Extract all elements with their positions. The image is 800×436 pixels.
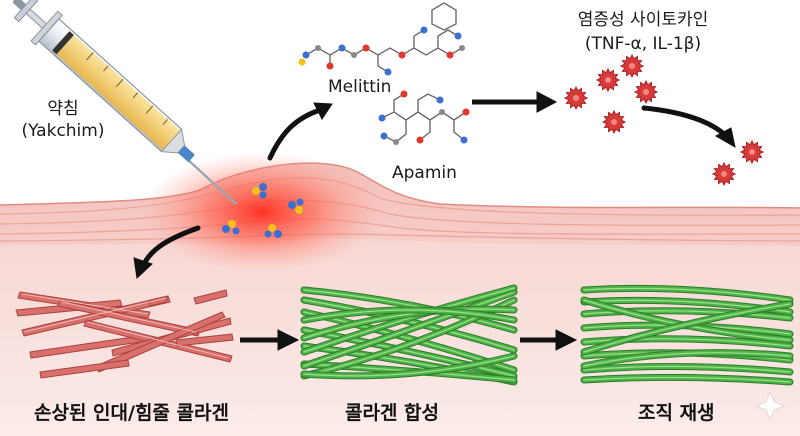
arrow-head-melittin <box>313 102 333 120</box>
cytokine-cells <box>563 53 765 187</box>
arrow-cytokine-flow <box>641 105 729 139</box>
molecule-1 <box>252 183 267 199</box>
syringe-label-line2: (Yakchim) <box>21 121 105 141</box>
collagen-fiber-new <box>303 309 515 321</box>
cytokine-nucleus <box>643 89 649 95</box>
arrow-head-synthesis <box>277 329 300 351</box>
collagen-fiber-regenerated <box>583 365 791 373</box>
melittin-atoms <box>298 26 465 76</box>
arrow-head-regeneration <box>555 329 578 351</box>
molecule-3 <box>222 220 240 235</box>
damaged-collagen-highlight <box>21 293 229 359</box>
collagen-fiber-regenerated <box>583 303 791 353</box>
collagen-fiber-new <box>303 329 515 377</box>
syringe-label: 약침 (Yakchim) <box>18 98 108 142</box>
caption-collagen-synthesis: 콜라겐 합성 <box>345 402 440 424</box>
venom-molecules <box>222 183 304 238</box>
collagen-fiber-new <box>303 355 515 377</box>
cytokine-label: 염증성 사이토카인 (TNF-α, IL-1β) <box>548 8 738 56</box>
collagen-fiber-new <box>303 289 515 331</box>
arrow-to-damaged <box>141 225 201 267</box>
collagen-fiber-regenerated <box>583 338 791 347</box>
collagen-fiber-regenerated <box>583 376 791 383</box>
sparkle-icon <box>754 390 786 422</box>
cytokine-nucleus <box>629 63 635 69</box>
arrow-head-cytokines <box>536 91 558 113</box>
cytokine-nucleus <box>721 171 727 177</box>
molecule-2 <box>288 198 304 214</box>
arrow-head-cytokine-flow <box>714 127 736 148</box>
arrow-head-damaged <box>133 257 153 280</box>
melittin-label: Melittin <box>328 77 392 97</box>
collagen-fiber-regenerated <box>583 310 791 319</box>
arrow-to-melittin <box>267 107 323 161</box>
cytokine-nucleus <box>605 77 611 83</box>
cytokine-nucleus <box>749 149 755 155</box>
apamin-structure <box>381 93 467 143</box>
caption-damaged-collagen: 손상된 인대/힘줄 콜라겐 <box>34 402 229 424</box>
apamin-label: Apamin <box>392 163 457 183</box>
collagen-fiber-new <box>303 291 515 367</box>
cytokine-label-line2: (TNF-α, IL-1β) <box>584 34 702 54</box>
collagen-fiber-regenerated <box>583 352 791 367</box>
regenerated-collagen <box>580 284 794 386</box>
collagen-fiber-new <box>303 287 515 353</box>
new-collagen <box>300 284 518 386</box>
collagen-fiber-regenerated <box>583 287 791 301</box>
collagen-fiber-new <box>303 308 515 339</box>
molecule-4 <box>264 224 282 238</box>
caption-tissue-regeneration: 조직 재생 <box>638 402 715 424</box>
arrows <box>133 91 736 351</box>
cytokine-label-line1: 염증성 사이토카인 <box>577 10 709 30</box>
syringe <box>12 0 237 205</box>
cytokine-nucleus <box>573 95 579 101</box>
cytokine-nucleus <box>611 119 617 125</box>
inflammation-glow <box>142 152 382 272</box>
syringe-label-line1: 약침 <box>47 99 79 119</box>
apamin-atoms <box>378 90 470 145</box>
